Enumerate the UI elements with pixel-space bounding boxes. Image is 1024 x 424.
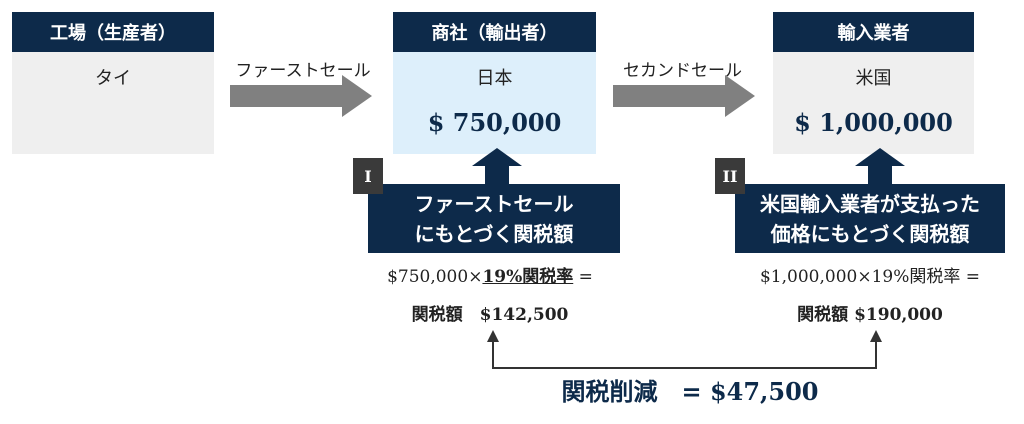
formula-1: $750,000×19%関税率 = [340, 262, 640, 287]
callout-line: にもとづく関税額 [414, 221, 574, 246]
callout-line: ファーストセール [414, 191, 574, 216]
first-sale-callout: ファーストセール にもとづく関税額 [368, 184, 620, 253]
importer-amount: $ 1,000,000 [794, 108, 953, 137]
callout-line: 米国輸入業者が支払った [760, 191, 980, 216]
result-1: 関税額 $142,500 [411, 305, 569, 325]
second-sale-label: セカンドセール [623, 61, 742, 81]
factory-country: タイ [95, 68, 131, 89]
result-2: 関税額 $190,000 [797, 305, 943, 325]
formula-eq: = [578, 267, 593, 287]
trader-country: 日本 [476, 68, 513, 89]
first-sale-label: ファーストセール [235, 61, 371, 81]
importer-box: 米国 $ 1,000,000 [773, 52, 974, 154]
badge-2: II [715, 158, 745, 194]
comparison-bracket-icon [487, 330, 882, 369]
trader-header: 商社（輸出者） [393, 12, 596, 52]
first-sale-arrow-icon [230, 75, 372, 117]
up-arrow-icon [472, 148, 522, 188]
factory-box: タイ [12, 52, 214, 154]
formula-2: $1,000,000×19%関税率 = [759, 267, 980, 287]
factory-header: 工場（生産者） [12, 12, 214, 52]
importer-country: 米国 [855, 68, 892, 89]
importer-header: 輸入業者 [773, 12, 974, 52]
formula-base: $750,000× [387, 267, 483, 287]
badge-1: I [353, 158, 383, 194]
callout-line: 価格にもとづく関税額 [770, 221, 970, 246]
trader-box: 日本 $ 750,000 [393, 52, 596, 154]
savings-text: 関税削減 = $47,500 [561, 377, 819, 406]
trader-amount: $ 750,000 [427, 108, 562, 137]
formula-rate: 19%関税率 [482, 267, 574, 287]
second-sale-arrow-icon [613, 75, 755, 117]
up-arrow-icon [855, 148, 905, 188]
importer-callout: 米国輸入業者が支払った 価格にもとづく関税額 [735, 184, 1005, 253]
